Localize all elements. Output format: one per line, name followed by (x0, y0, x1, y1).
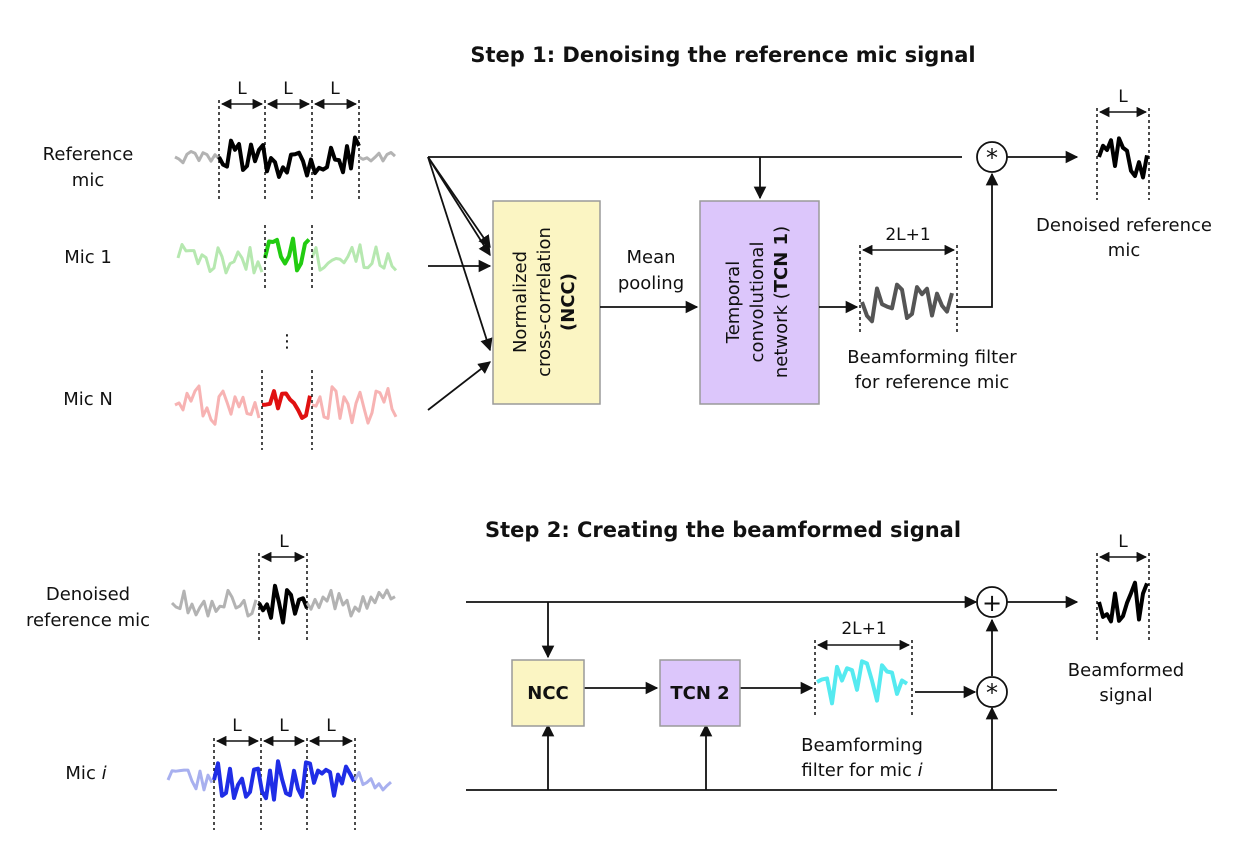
filter2-label-line1: Beamforming (801, 735, 923, 756)
filter2-label-line2: filter for mic i (801, 760, 922, 781)
tcn1-label-line1: Temporal (723, 261, 744, 344)
filter1-label-line2: for reference mic (855, 372, 1010, 393)
ellipsis-label: ⋮ (278, 331, 296, 352)
output2-waveform (1097, 580, 1149, 624)
waveform-segment (166, 768, 214, 792)
mici-markers (213, 735, 356, 830)
waveform-segment (860, 282, 954, 324)
waveform-segment (310, 243, 398, 272)
reference-mic-label-line2: mic (72, 170, 104, 191)
output1-length: L (1118, 87, 1128, 107)
ncc-label-line1: Normalized (510, 251, 531, 353)
waveform-segment (305, 588, 396, 618)
mici-seg-label-1: L (232, 716, 242, 736)
filter2-markers (814, 639, 913, 718)
filter1-to-op-arrow (957, 172, 999, 308)
denoised-ref-waveform (170, 583, 396, 625)
output1-waveform (1097, 136, 1149, 180)
waveform-segment (353, 770, 392, 792)
sum-op-symbol: + (982, 589, 1002, 617)
waveform-segment (170, 588, 258, 618)
denoised-ref-label-line2: reference mic (26, 610, 150, 631)
step2-wiring (466, 595, 1079, 791)
mici-waveform (166, 759, 392, 802)
ncc-label-line3: (NCC) (558, 273, 579, 331)
ref-seg-label-2: L (283, 79, 293, 99)
waveform-segment (257, 583, 309, 625)
ncc2-label: NCC (527, 683, 568, 704)
waveform-segment (263, 236, 311, 273)
filter2-length: 2L+1 (841, 619, 886, 639)
filter1-label-line1: Beamforming filter (847, 347, 1017, 368)
filter2-waveform (816, 659, 909, 706)
reference-mic-waveform (174, 135, 397, 179)
waveform-segment (174, 150, 221, 165)
waveform-segment (217, 135, 361, 179)
mici-seg-label-2: L (279, 716, 289, 736)
mic-segment-dividers (261, 225, 313, 450)
waveform-segment (1097, 580, 1149, 624)
output1-label-line1: Denoised reference (1036, 215, 1212, 236)
filter1-length: 2L+1 (885, 225, 930, 245)
denoised-ref-length: L (279, 532, 289, 552)
denoised-ref-markers (258, 551, 308, 640)
tcn1-label-line3: network (TCN 1) (771, 226, 792, 378)
ref-seg-label-1: L (237, 79, 247, 99)
convolve-op-2-symbol: * (986, 679, 998, 707)
output2-length: L (1118, 532, 1128, 552)
mici-label: Mic i (65, 763, 106, 784)
waveform-segment (1097, 136, 1149, 180)
mici-seg-label-3: L (326, 716, 336, 736)
output2-label-line2: signal (1099, 685, 1152, 706)
step1-input-arrows (427, 156, 962, 411)
step1-title: Step 1: Denoising the reference mic sign… (470, 43, 975, 67)
waveform-segment (311, 385, 398, 425)
tcn2-label: TCN 2 (670, 683, 729, 704)
waveform-segment (174, 384, 261, 426)
tcn2-box (659, 659, 741, 727)
ref-seg-label-3: L (330, 79, 340, 99)
mic1-label: Mic 1 (64, 247, 112, 268)
tcn1-label-line2: convolutional (747, 242, 768, 363)
ncc-label-line2: cross-correlation (534, 227, 555, 377)
reference-mic-label-line1: Reference (43, 144, 134, 165)
output2-markers (1096, 551, 1150, 640)
waveform-segment (176, 243, 264, 275)
micN-label: Mic N (63, 389, 113, 410)
step2-title: Step 2: Creating the beamformed signal (485, 518, 961, 542)
filter1-waveform (860, 282, 954, 324)
sum-op (976, 586, 1008, 618)
output2-label-line1: Beamformed (1068, 660, 1184, 681)
denoised-ref-label-line1: Denoised (46, 584, 130, 605)
micN-waveform (174, 384, 398, 426)
waveform-segment (816, 659, 909, 706)
waveform-segment (358, 151, 397, 163)
output1-label-line2: mic (1108, 240, 1140, 261)
mic1-waveform (176, 236, 398, 275)
output1-markers (1096, 106, 1150, 200)
ncc-box (492, 200, 601, 405)
waveform-segment (261, 389, 312, 420)
convolve-op-2 (976, 676, 1008, 708)
mean-pooling-line2: pooling (618, 273, 684, 294)
ncc2-box (511, 659, 585, 727)
tcn1-box (699, 200, 820, 405)
waveform-segment (212, 759, 356, 802)
filter1-markers (859, 244, 958, 335)
convolve-op-1-symbol: * (986, 144, 998, 172)
mean-pooling-line1: Mean (626, 247, 675, 268)
